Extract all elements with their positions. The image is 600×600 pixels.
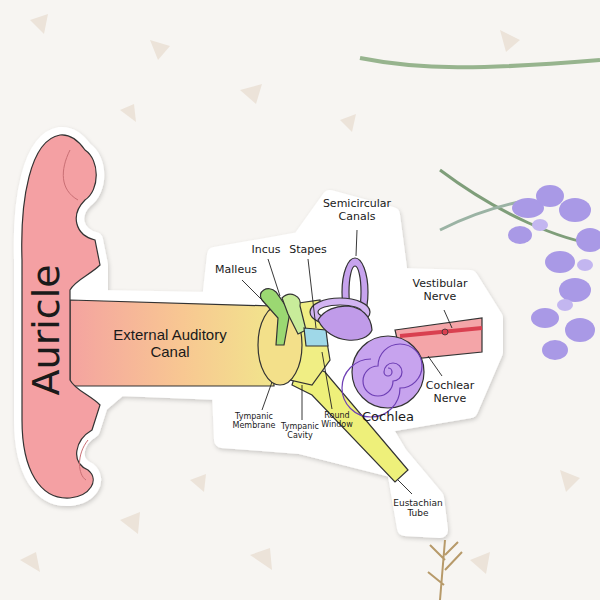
incus [282,294,306,334]
part-label: External Auditory Canal [95,326,245,361]
part-label: Cochlear Nerve [415,380,485,405]
leader-lines [242,230,452,494]
stapes [304,328,328,346]
part-label: Malleus [206,264,266,277]
nerve-ganglion [442,329,448,335]
vestibular-nerve [400,328,482,336]
part-label: Incus [241,244,291,257]
semicircular-canals [310,258,372,340]
part-label: Stapes [283,244,333,257]
part-label: Semicircular Canals [317,198,397,223]
part-label: Vestibular Nerve [400,278,480,303]
region-title: Auricle [25,230,69,430]
part-label: Cochlea [353,410,423,425]
ear-canal [70,300,274,386]
part-label: Tympanic Cavity [278,422,322,440]
part-label: Round Window [317,411,357,429]
background-flecks [20,14,580,574]
sticker-backing [22,135,495,530]
part-label: Tympanic Membrane [225,412,283,430]
cochlea [342,336,424,417]
flower-decoration [360,58,600,600]
part-label: Eustachian Tube [386,498,450,519]
auricle [22,135,100,498]
